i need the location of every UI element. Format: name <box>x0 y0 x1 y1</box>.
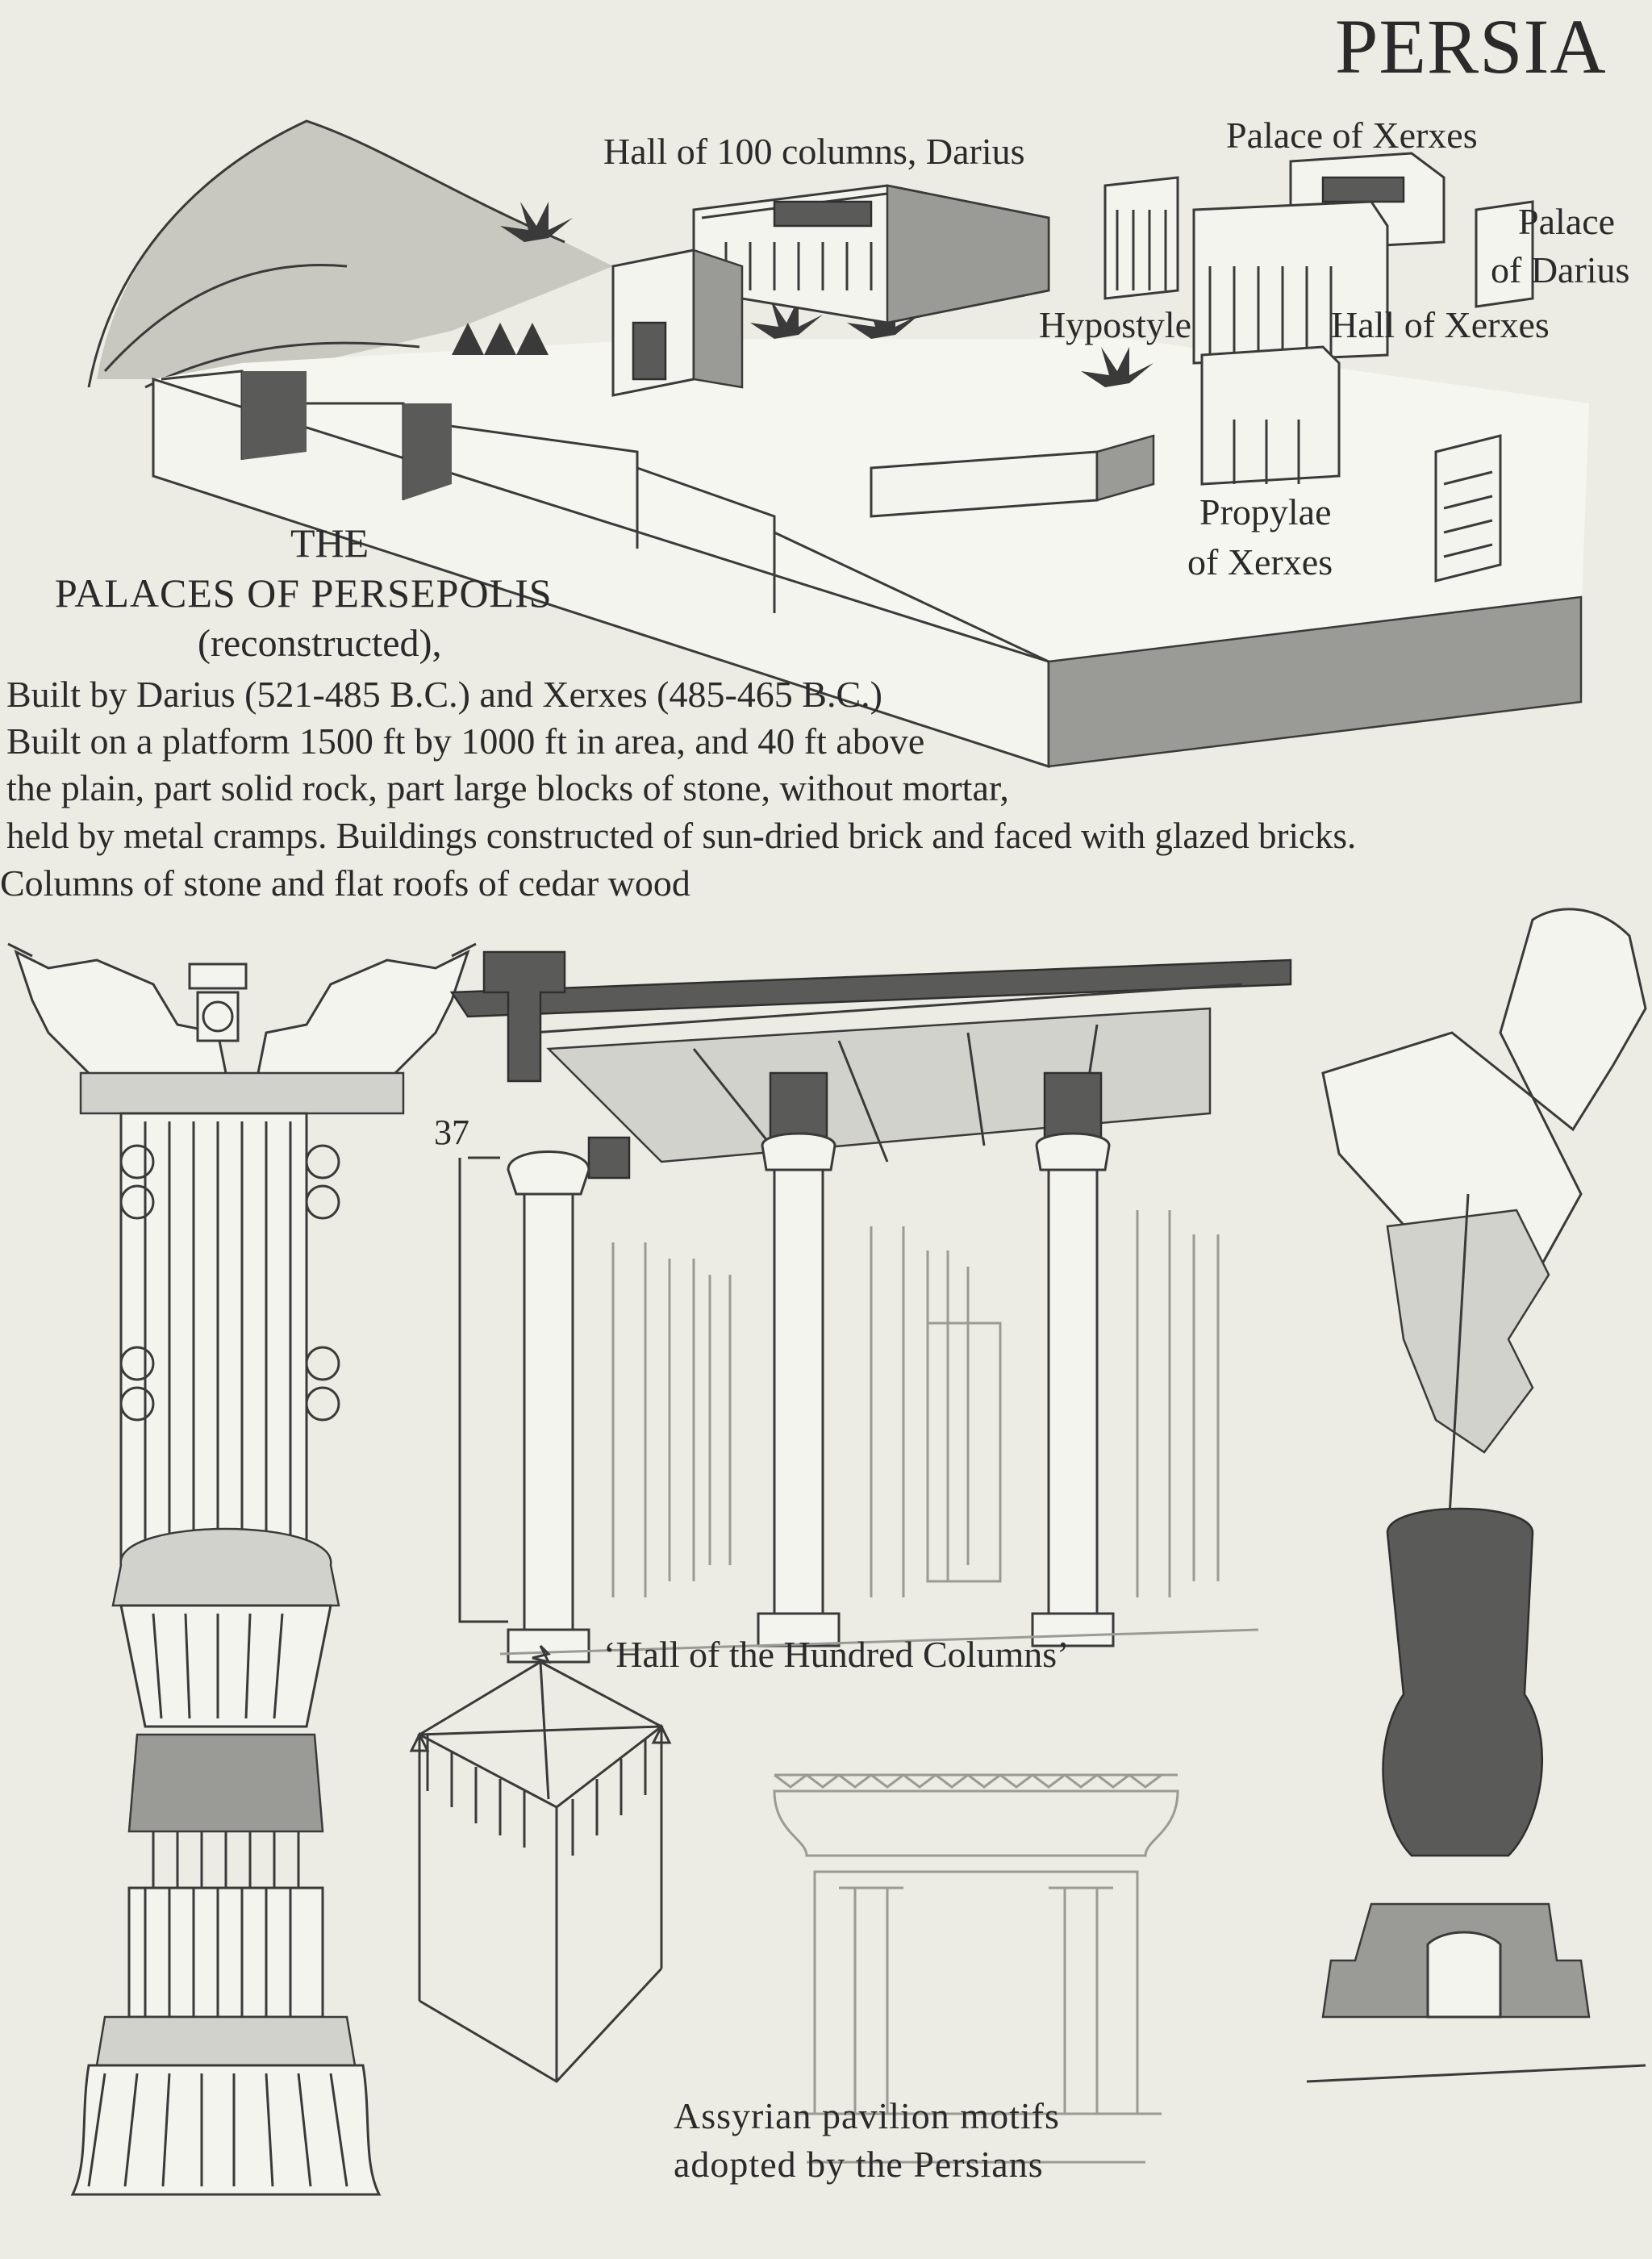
bull-capital-column-illustration <box>7 942 477 2196</box>
volute-shaft <box>119 1112 340 1567</box>
assyrian-pavilion-canopy-illustration <box>409 1644 672 2083</box>
bull-foreleg-stack <box>1386 1209 1550 1454</box>
mountain-outline <box>87 119 565 389</box>
description-line-5: Columns of stone and flat roofs of cedar… <box>0 862 690 904</box>
bull-body <box>1321 1031 1583 1268</box>
propylae-of-xerxes-building <box>1200 345 1341 486</box>
label-hall-100-columns-darius: Hall of 100 columns, Darius <box>603 131 1025 172</box>
page-title: PERSIA <box>1335 3 1607 90</box>
bell-capital <box>111 1527 340 1888</box>
caption-the: THE <box>290 520 369 566</box>
east-staircase <box>1434 434 1502 582</box>
height-scale-bar <box>458 1156 508 1623</box>
garden-terrace <box>870 434 1155 518</box>
bull-head <box>1499 908 1647 1132</box>
label-hall-of-xerxes: Hall of Xerxes <box>1331 304 1550 345</box>
label-propylae-line1: Propylae <box>1199 491 1332 532</box>
hypostyle-hall-building <box>1103 176 1179 300</box>
caption-palaces-of-persepolis: PALACES OF PERSEPOLIS <box>55 570 553 616</box>
scale-label-37: 37 <box>434 1113 469 1152</box>
shaft-dark-section <box>1382 1507 1544 1857</box>
pavilion-caption-line2: adopted by the Persians <box>674 2144 1044 2185</box>
bracket-second <box>587 1136 631 1180</box>
description-line-4: held by metal cramps. Buildings construc… <box>6 816 1357 856</box>
bull-capital-side-view-illustration <box>1306 908 1647 2083</box>
bracket-left <box>482 950 566 1083</box>
persepolis-palaces-illustration <box>87 119 1589 769</box>
hall-of-xerxes-building <box>1192 200 1389 365</box>
assyrian-pavilion-facade-illustration <box>773 1773 1179 2164</box>
foreground-columns <box>507 1071 1115 1664</box>
floor-line <box>499 1628 1259 1656</box>
column-base <box>70 1886 382 2196</box>
pavilion-caption-line1: Assyrian pavilion motifs <box>674 2095 1060 2136</box>
receding-columns <box>611 1210 1220 1597</box>
hall-100-columns-building <box>692 184 1050 324</box>
label-propylae-line2: of Xerxes <box>1187 541 1333 582</box>
gate-building <box>611 248 744 397</box>
hall-hundred-columns-caption: ‘Hall of the Hundred Columns’ <box>603 1634 1070 1675</box>
platform-side-wall <box>1047 595 1583 768</box>
label-palace-of-xerxes: Palace of Xerxes <box>1226 115 1478 156</box>
double-bull-capital <box>7 942 477 1115</box>
palace-of-darius-building <box>1475 200 1534 308</box>
label-palace-of-darius-line1: Palace <box>1518 201 1616 242</box>
palm-trees <box>452 202 1153 387</box>
description-line-2: Built on a platform 1500 ft by 1000 ft i… <box>6 720 925 762</box>
label-palace-of-darius-line2: of Darius <box>1491 249 1630 290</box>
description-line-1: Built by Darius (521-485 B.C.) and Xerxe… <box>6 674 882 715</box>
description-line-3: the plain, part solid rock, part large b… <box>6 767 1009 808</box>
mountain-shading <box>97 121 613 379</box>
platform-wall-shadow <box>242 371 452 500</box>
caption-reconstructed: (reconstructed), <box>198 622 442 665</box>
ceiling-beams <box>449 958 1292 1018</box>
label-hypostyle: Hypostyle <box>1039 304 1192 345</box>
hall-hundred-columns-illustration <box>449 950 1292 1664</box>
